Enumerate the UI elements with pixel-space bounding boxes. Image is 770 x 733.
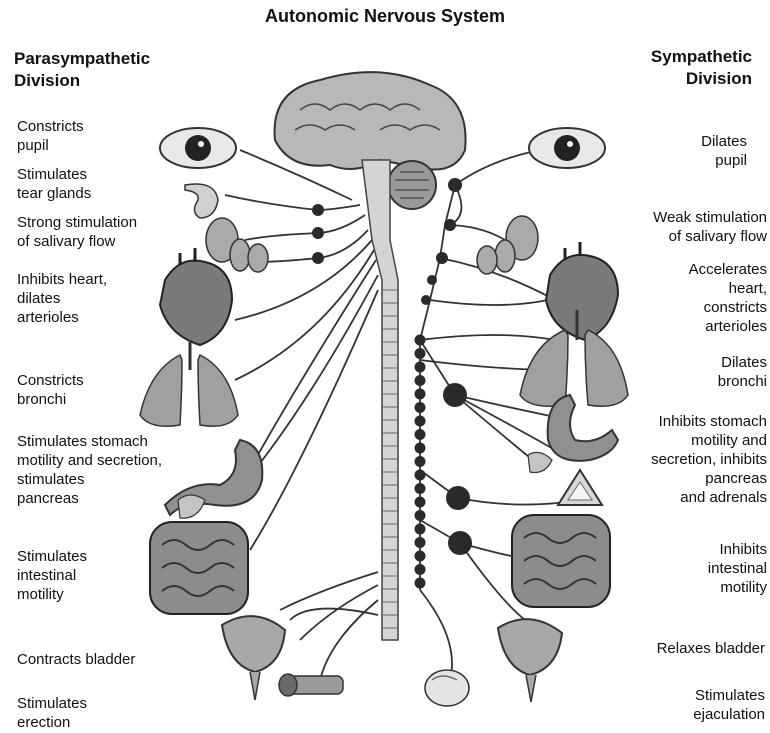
intestine-icon: [512, 515, 610, 607]
ganglion-icon: [415, 537, 426, 548]
bladder-icon: [222, 616, 285, 700]
label-inhibits-intestinal: Inhibits intestinal motility: [708, 540, 767, 597]
ganglion-icon: [415, 497, 426, 508]
label-constricts-bronchi: Constricts bronchi: [17, 371, 84, 409]
label-inhibits-heart: Inhibits heart, dilates arterioles: [17, 270, 107, 327]
label-contracts-bladder: Contracts bladder: [17, 650, 135, 669]
label-stimulates-tear-glands: Stimulates tear glands: [17, 165, 91, 203]
label-weak-salivary: Weak stimulation of salivary flow: [653, 208, 767, 246]
label-stimulates-ejaculation: Stimulates ejaculation: [693, 686, 765, 724]
ganglion-icon: [415, 348, 426, 359]
sympathetic-heading: Sympathetic Division: [651, 46, 752, 90]
ganglion-icon: [436, 252, 448, 264]
label-stimulates-stomach: Stimulates stomach motility and secretio…: [17, 432, 162, 508]
ganglion-icon: [415, 564, 426, 575]
ganglion-icon: [415, 483, 426, 494]
tear-gland-icon: [185, 184, 218, 218]
heart-icon: [546, 242, 618, 340]
pancreas-icon: [178, 495, 205, 518]
label-accelerates-heart: Accelerates heart, constricts arterioles: [689, 260, 767, 336]
ganglion-icon: [446, 486, 470, 510]
ganglion-icon: [415, 389, 426, 400]
bladder-icon: [498, 619, 562, 702]
ganglion-icon: [415, 429, 426, 440]
label-stimulates-intestinal: Stimulates intestinal motility: [17, 547, 87, 604]
ganglion-icon: [312, 252, 324, 264]
adrenal-icon: [558, 470, 602, 505]
label-dilates-pupil: Dilates pupil: [701, 132, 747, 170]
ganglion-icon: [415, 335, 426, 346]
testis-icon: [425, 670, 469, 706]
pancreas-icon: [528, 452, 552, 472]
penis-icon: [279, 674, 343, 696]
ganglion-icon: [421, 295, 431, 305]
ganglion-icon: [415, 362, 426, 373]
ganglion-icon: [415, 551, 426, 562]
ganglion-icon: [312, 204, 324, 216]
label-relaxes-bladder: Relaxes bladder: [657, 639, 765, 658]
salivary-gland-icon: [206, 218, 268, 272]
label-constricts-pupil: Constricts pupil: [17, 117, 84, 155]
eye-icon: [160, 128, 236, 168]
page-title: Autonomic Nervous System: [0, 6, 770, 27]
ganglion-icon: [415, 524, 426, 535]
ganglion-icon: [444, 219, 456, 231]
ganglion-icon: [415, 375, 426, 386]
ganglion-icon: [427, 275, 437, 285]
label-stimulates-erection: Stimulates erection: [17, 694, 87, 732]
label-dilates-bronchi: Dilates bronchi: [718, 353, 767, 391]
spinal-cord-icon: [362, 160, 398, 640]
parasympathetic-heading: Parasympathetic Division: [14, 48, 150, 92]
ganglion-icon: [415, 402, 426, 413]
ganglion-icon: [448, 531, 472, 555]
ganglion-icon: [415, 470, 426, 481]
ganglion-icon: [415, 456, 426, 467]
intestine-icon: [150, 522, 248, 614]
ganglion-icon: [415, 416, 426, 427]
ganglion-icon: [415, 510, 426, 521]
salivary-gland-icon: [477, 216, 538, 274]
lungs-icon: [140, 340, 238, 426]
label-inhibits-stomach: Inhibits stomach motility and secretion,…: [651, 412, 767, 507]
ganglion-icon: [448, 178, 462, 192]
ganglion-icon: [415, 578, 426, 589]
ganglion-icon: [443, 383, 467, 407]
eye-icon: [529, 128, 605, 168]
label-strong-salivary: Strong stimulation of salivary flow: [17, 213, 137, 251]
ganglion-icon: [312, 227, 324, 239]
ganglion-icon: [415, 443, 426, 454]
